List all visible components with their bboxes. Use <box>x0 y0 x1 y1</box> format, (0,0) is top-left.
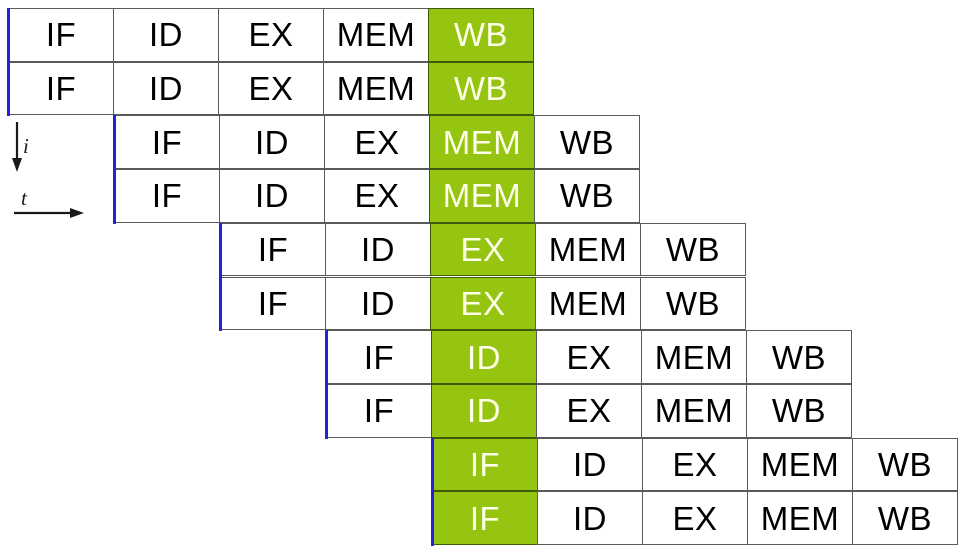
stage-cell-if: IF <box>326 383 432 438</box>
stage-cell-ex: EX <box>430 276 536 331</box>
stage-cell-if: IF <box>114 169 220 223</box>
stage-cell-if: IF <box>326 330 432 384</box>
stage-cell-id: ID <box>537 491 643 545</box>
stage-cell-mem: MEM <box>323 61 429 116</box>
stage-cell-mem: MEM <box>747 491 853 545</box>
stage-cell-mem: MEM <box>323 8 429 62</box>
stage-cell-id: ID <box>113 61 219 116</box>
stage-cell-wb: WB <box>640 276 746 331</box>
row-start-marker <box>219 222 222 278</box>
row-start-marker <box>7 61 10 117</box>
stage-cell-id: ID <box>325 276 431 331</box>
stage-cell-id: ID <box>113 8 219 62</box>
stage-cell-wb: WB <box>534 115 640 170</box>
row-start-marker <box>219 276 222 332</box>
stage-cell-mem: MEM <box>429 169 535 223</box>
row-start-marker <box>113 115 116 171</box>
stage-cell-id: ID <box>325 222 431 277</box>
stage-cell-mem: MEM <box>641 383 747 438</box>
stage-cell-wb: WB <box>534 169 640 223</box>
stage-cell-ex: EX <box>536 383 642 438</box>
stage-cell-wb: WB <box>852 491 958 545</box>
stage-cell-wb: WB <box>746 330 852 384</box>
stage-cell-mem: MEM <box>535 222 641 277</box>
stage-cell-id: ID <box>219 169 325 223</box>
axis-label-t: t <box>21 186 27 210</box>
stage-cell-if: IF <box>220 276 326 331</box>
stage-cell-mem: MEM <box>429 115 535 170</box>
stage-cell-ex: EX <box>324 115 430 170</box>
stage-cell-if: IF <box>432 437 538 492</box>
stage-cell-id: ID <box>219 115 325 170</box>
stage-cell-wb: WB <box>428 8 534 62</box>
stage-cell-if: IF <box>8 61 114 116</box>
stage-cell-if: IF <box>220 222 326 277</box>
stage-cell-ex: EX <box>642 491 748 545</box>
stage-cell-id: ID <box>537 437 643 492</box>
row-start-marker <box>325 330 328 385</box>
stage-cell-id: ID <box>431 330 537 384</box>
row-start-marker <box>113 169 116 224</box>
stage-cell-mem: MEM <box>535 276 641 331</box>
stage-cell-ex: EX <box>642 437 748 492</box>
stage-cell-wb: WB <box>640 222 746 277</box>
row-start-marker <box>431 491 434 546</box>
axis-label-i: i <box>23 134 29 158</box>
stage-cell-wb: WB <box>746 383 852 438</box>
row-start-marker <box>431 437 434 493</box>
stage-cell-ex: EX <box>218 61 324 116</box>
axis-arrows <box>12 122 84 218</box>
stage-cell-wb: WB <box>852 437 958 492</box>
stage-cell-ex: EX <box>430 222 536 277</box>
stage-cell-if: IF <box>8 8 114 62</box>
stage-cell-mem: MEM <box>747 437 853 492</box>
stage-cell-if: IF <box>114 115 220 170</box>
stage-cell-wb: WB <box>428 61 534 116</box>
stage-cell-ex: EX <box>324 169 430 223</box>
row-start-marker <box>7 8 10 63</box>
stage-cell-if: IF <box>432 491 538 545</box>
stage-cell-id: ID <box>431 383 537 438</box>
stage-cell-ex: EX <box>536 330 642 384</box>
row-start-marker <box>325 383 328 439</box>
stage-cell-mem: MEM <box>641 330 747 384</box>
stage-cell-ex: EX <box>218 8 324 62</box>
